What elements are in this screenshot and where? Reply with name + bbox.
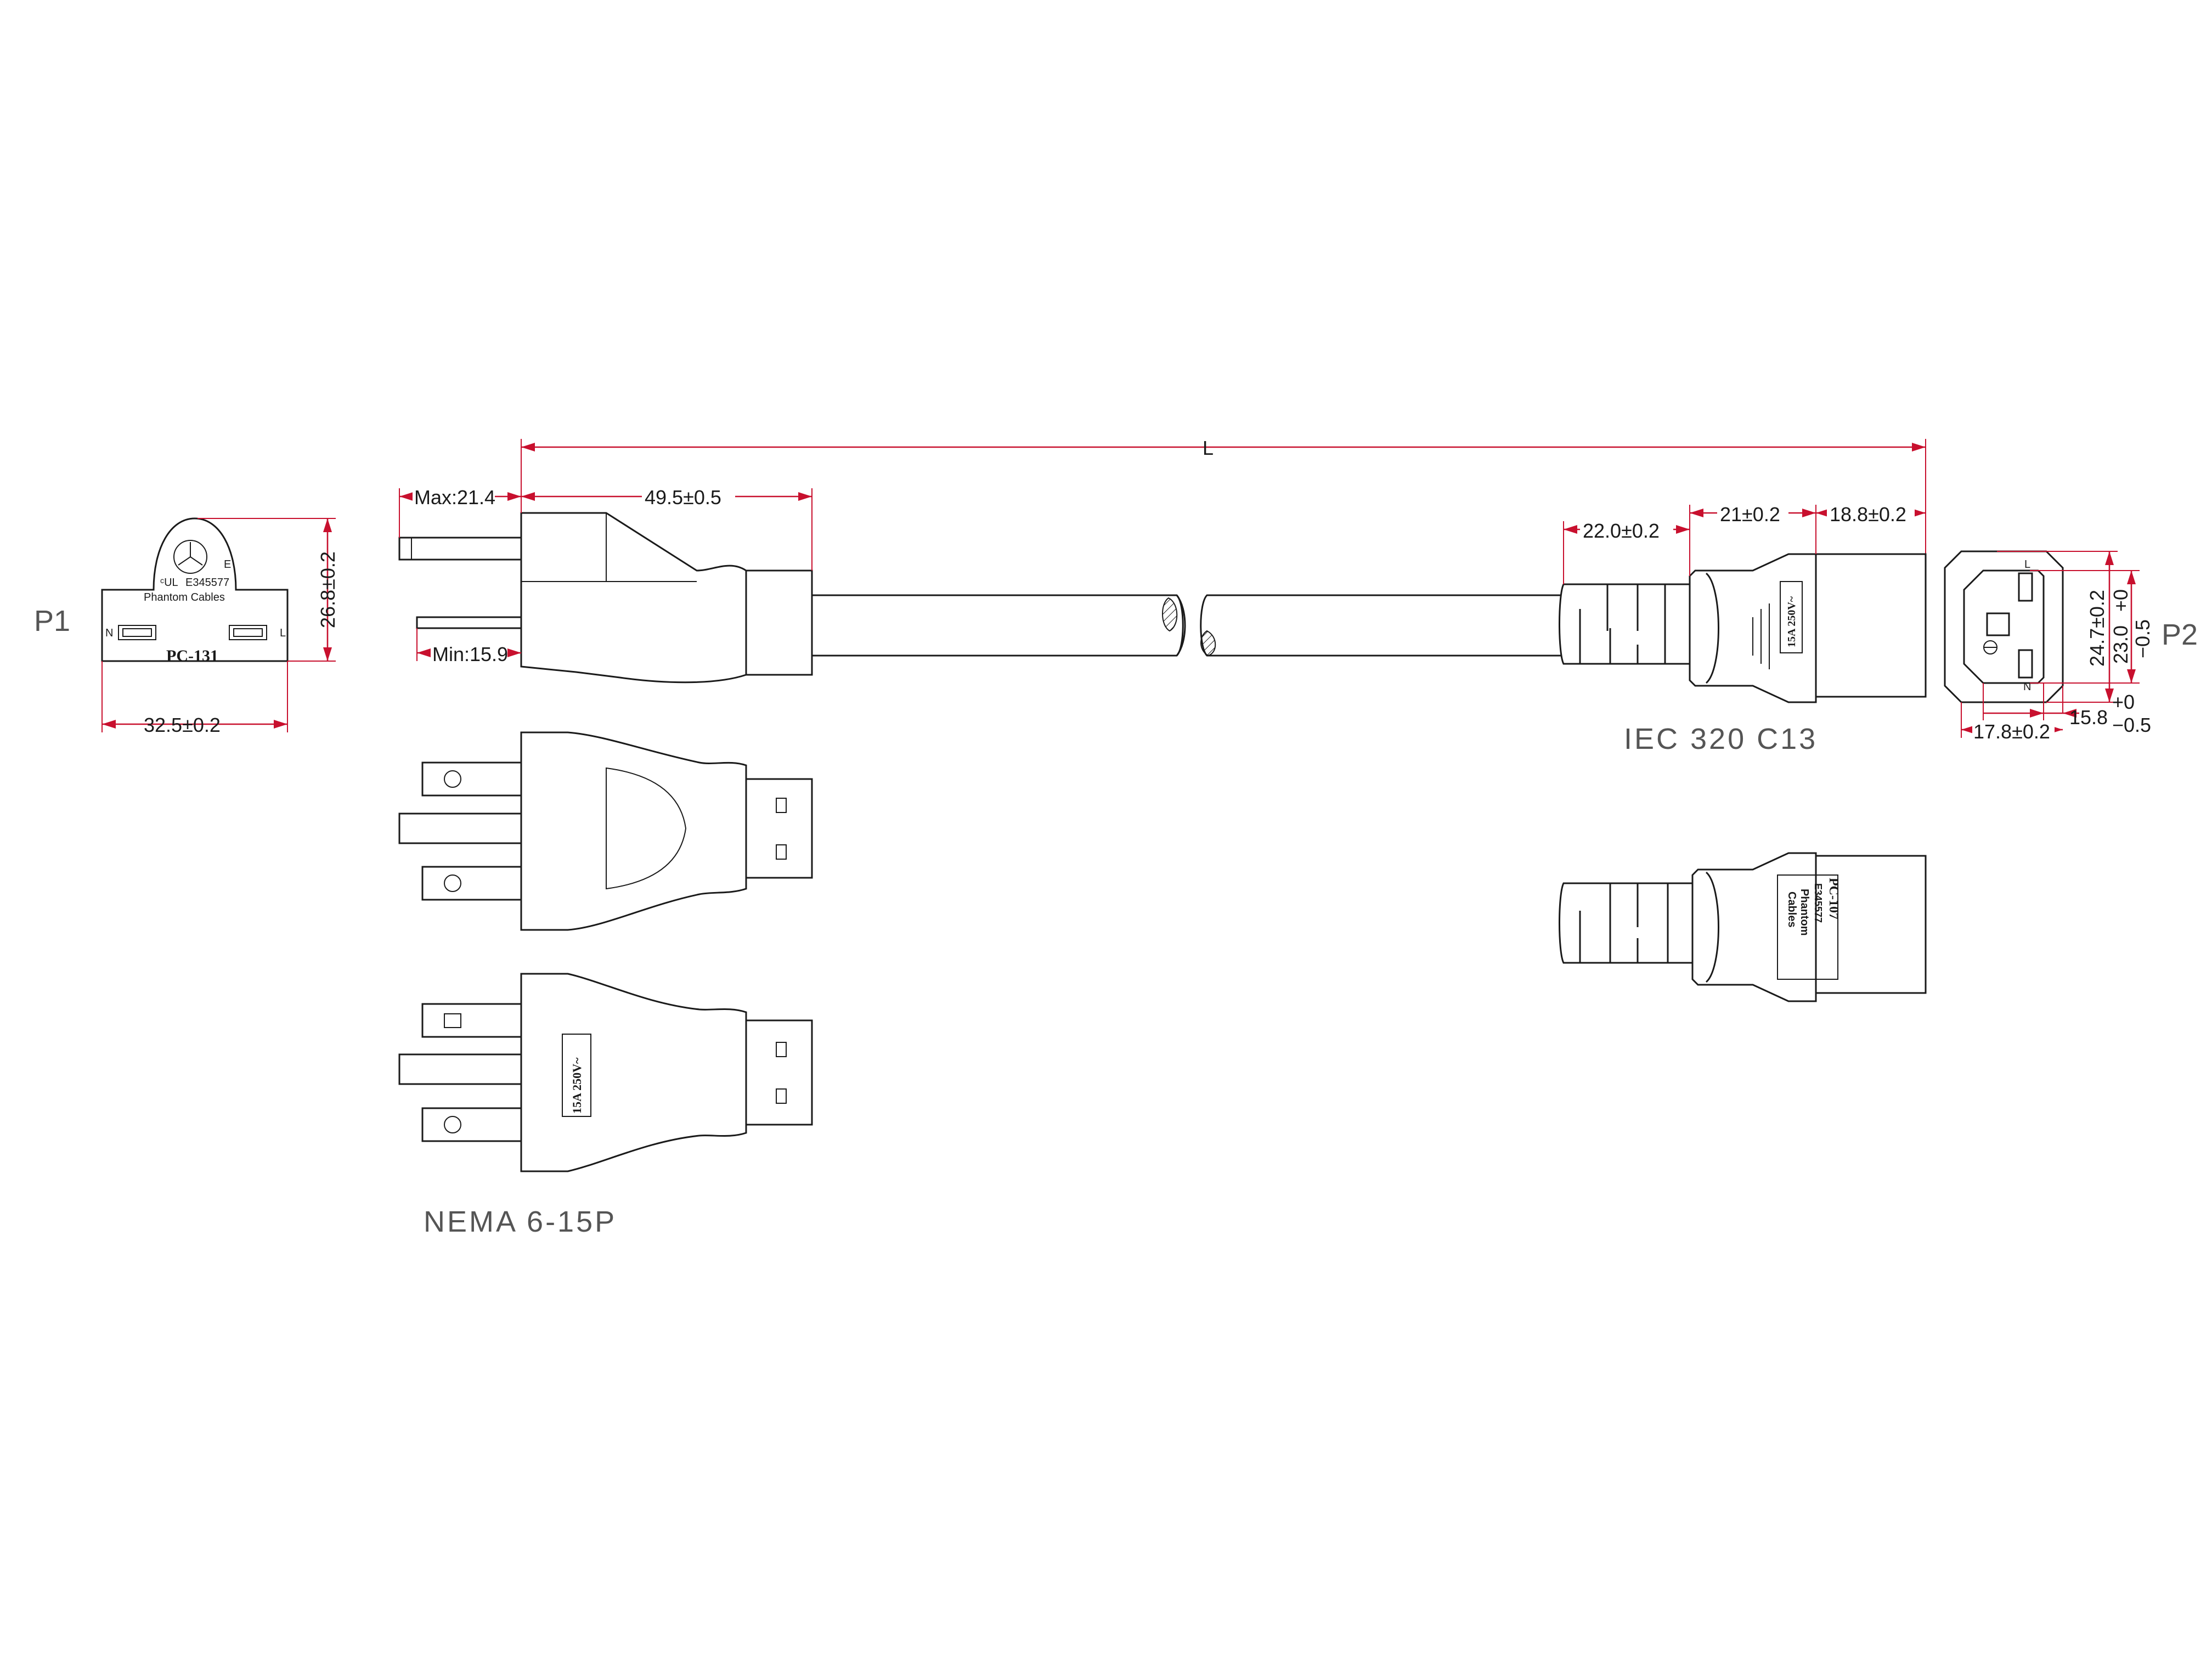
ul-logo-icon: ᶜUL <box>160 577 178 589</box>
p2-connector-label: IEC 320 C13 <box>1624 723 1818 755</box>
p2-face-view: L N 24.7±0.2 23.0 +0 −0.5 15.8 +0 −0.5 <box>1944 550 2154 743</box>
p2-top-view: PC-107 E345577 Phantom Cables <box>1559 852 1927 1002</box>
p2-cert-label: E345577 <box>1813 883 1824 923</box>
p2-brand2-label: Cables <box>1786 891 1798 928</box>
p1-connector-label: NEMA 6-15P <box>424 1205 617 1238</box>
p2-face-height-outer-dim: 24.7±0.2 <box>2086 590 2108 667</box>
ground-symbol-icon <box>173 540 207 574</box>
p2-brand-label: Phantom <box>1798 889 1810 936</box>
p2-face-width-inner-tol-minus: −0.5 <box>2112 714 2151 736</box>
p1-label: P1 <box>34 605 70 637</box>
p2-face-l: L <box>2024 558 2030 571</box>
neutral-contact-slot <box>2018 649 2033 679</box>
p2-model-label: PC-107 <box>1826 878 1841 919</box>
ground-contact-slot <box>1986 612 2010 636</box>
p2-mid-length-dim: 21±0.2 <box>1720 503 1780 526</box>
p2-grip-length-dim: 22.0±0.2 <box>1583 520 1660 542</box>
p1-rating-label: 15A 250V~ <box>570 1057 584 1114</box>
p1-face-width-dim: 32.5±0.2 <box>144 714 221 736</box>
p1-face-model: PC-131 <box>166 647 218 665</box>
length-label: L <box>1203 437 1214 459</box>
line-contact-slot <box>2018 572 2033 602</box>
p2-face-height-inner-tol-minus: −0.5 <box>2131 619 2154 658</box>
p1-side-view <box>398 512 1570 684</box>
p1-body-length-dim: 49.5±0.5 <box>645 486 721 509</box>
p2-rating-label: 15A 250V~ <box>1786 596 1798 647</box>
p1-face-cert: E345577 <box>185 577 229 589</box>
p2-label: P2 <box>2162 618 2198 651</box>
line-blade-slot <box>229 625 267 640</box>
p2-face-height-inner-tol-plus: +0 <box>2109 589 2132 612</box>
p2-side-view: 15A 250V~ <box>1559 553 1927 703</box>
p2-face-width-inner-tol-plus: +0 <box>2112 691 2135 713</box>
p2-face-height-inner-dim: 23.0 <box>2109 625 2132 664</box>
p2-face-width-inner-dim: 15.8 <box>2069 706 2108 729</box>
length-dimension: L <box>521 437 1926 571</box>
p1-min-dim: Min:15.9 <box>432 643 508 665</box>
p1-bottom-view: 15A 250V~ <box>398 973 813 1172</box>
p2-face-width-outer-dim: 17.8±0.2 <box>1973 720 2050 743</box>
neutral-blade-slot <box>118 625 156 640</box>
p1-face-view: E ᶜUL E345577 Phantom Cables N L PC-131 … <box>101 517 339 736</box>
p1-face-height-dim: 26.8±0.2 <box>317 551 339 628</box>
p1-face-e: E <box>224 558 231 571</box>
p1-top-view <box>398 731 813 931</box>
p1-face-l: L <box>280 627 286 639</box>
p1-face-n: N <box>105 627 113 639</box>
p1-face-brand: Phantom Cables <box>144 591 225 603</box>
p1-max-dim: Max:21.4 <box>414 486 495 509</box>
p2-face-n: N <box>2023 681 2031 693</box>
p1-dimensions: Max:21.4 49.5±0.5 Min:15.9 <box>399 484 812 665</box>
p2-head-length-dim: 18.8±0.2 <box>1830 503 1906 526</box>
p2-dimensions: 22.0±0.2 21±0.2 18.8±0.2 <box>1563 503 1926 584</box>
